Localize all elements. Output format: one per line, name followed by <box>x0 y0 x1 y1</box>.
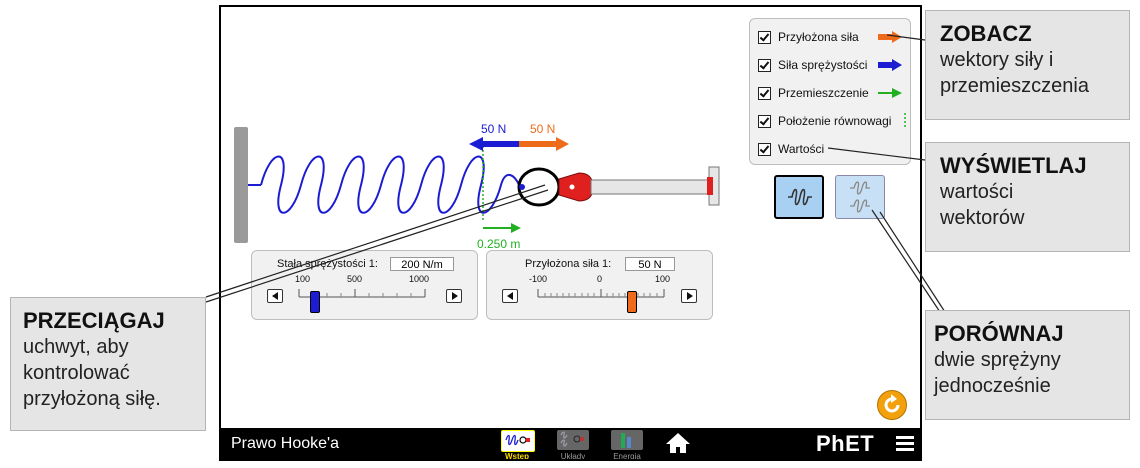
spring-force-arrow <box>469 137 483 151</box>
spring-force-value: 50 N <box>481 122 507 136</box>
tick-label: 100 <box>655 274 671 284</box>
spring-force-legend-icon <box>878 59 902 71</box>
tick-label: 0 <box>597 274 603 284</box>
tab-intro[interactable] <box>501 430 535 452</box>
applied-force-increase-button[interactable] <box>681 289 697 303</box>
tick-label: 1000 <box>409 274 430 284</box>
callout-heading: PRZECIĄGAJ <box>23 308 165 333</box>
checkbox-displacement[interactable]: Przemieszczenie <box>758 84 869 102</box>
phet-logo[interactable]: PhET <box>816 431 875 456</box>
callout-heading: PORÓWNAJ <box>934 321 1064 346</box>
home-icon[interactable] <box>664 431 692 455</box>
applied-force-value: 50 N <box>530 122 556 136</box>
tick-label: -100 <box>529 274 548 284</box>
checkbox-box[interactable] <box>758 58 771 72</box>
callout-display-values: WYŚWIETLAJ wartości wektorów <box>925 142 1130 252</box>
checkbox-spring-force[interactable]: Siła sprężystości <box>758 56 867 74</box>
callout-text: wektory siły i przemieszczenia <box>940 49 1089 97</box>
equilibrium-legend-icon <box>904 113 906 129</box>
rod <box>590 179 710 195</box>
intro-icon <box>505 434 530 446</box>
single-spring-icon <box>788 188 812 206</box>
applied-force-label: Przyłożona siła 1: <box>525 258 612 270</box>
spring-constant-increase-button[interactable] <box>446 289 462 303</box>
spring-constant-control: Stała sprężystości 1: 200 N/m 100 500 10… <box>251 250 478 320</box>
callout-heading: WYŚWIETLAJ <box>940 153 1087 178</box>
simulation-screen: 50 N 50 N 0.250 m Przyłożona siła Siła s… <box>219 5 922 461</box>
displacement-arrow <box>511 223 521 233</box>
callout-text: wartości wektorów <box>940 181 1025 229</box>
tab-systems-label: Układy <box>560 452 586 461</box>
checkbox-box[interactable] <box>758 114 771 128</box>
tab-energy[interactable] <box>611 430 643 450</box>
callout-text: uchwyt, aby kontrolować przyłożoną siłę. <box>23 336 161 410</box>
energy-icon <box>621 433 631 448</box>
navigation-bar: Prawo Hooke'a Wstęp Układy Energia <box>221 428 920 459</box>
applied-force-legend-icon <box>878 31 902 43</box>
callout-compare-springs: PORÓWNAJ dwie sprężyny jednocześnie <box>925 310 1130 420</box>
checkbox-box[interactable] <box>758 30 771 44</box>
applied-force-decrease-button[interactable] <box>502 289 518 303</box>
spring-constant-decrease-button[interactable] <box>267 289 283 303</box>
two-springs-icon <box>850 181 870 213</box>
applied-force-input: 50 N <box>625 257 675 271</box>
checkbox-values[interactable]: Wartości <box>758 140 824 158</box>
two-springs-button[interactable] <box>835 175 885 219</box>
reset-button[interactable] <box>877 390 907 420</box>
callout-heading: ZOBACZ <box>940 21 1032 46</box>
systems-icon <box>560 431 584 447</box>
vector-options-panel: Przyłożona siła Siła sprężystości Przemi… <box>749 18 911 165</box>
applied-force-arrow <box>556 137 569 151</box>
checkbox-box[interactable] <box>758 142 771 156</box>
applied-force-thumb[interactable] <box>627 291 637 313</box>
checkbox-box[interactable] <box>758 86 771 100</box>
applied-force-track[interactable] <box>536 285 666 305</box>
callout-text: dwie sprężyny jednocześnie <box>934 349 1061 397</box>
spring-constant-value: 200 N/m <box>390 257 454 271</box>
spring-constant-label: Stała sprężystości 1: <box>277 258 378 270</box>
drag-handle-grip <box>558 172 594 202</box>
menu-icon[interactable] <box>896 435 916 453</box>
checkbox-equilibrium[interactable]: Położenie równowagi <box>758 112 891 130</box>
applied-force-control: Przyłożona siła 1: 50 N -100 0 100 <box>486 250 713 320</box>
callout-see-vectors: ZOBACZ wektory siły i przemieszczenia <box>925 10 1130 120</box>
tick-label: 100 <box>295 274 311 284</box>
displacement-legend-icon <box>878 88 902 98</box>
displacement-value: 0.250 m <box>477 237 521 251</box>
tab-energy-label: Energia <box>613 452 641 461</box>
tab-intro-label: Wstęp <box>505 452 529 461</box>
callout-drag-handle: PRZECIĄGAJ uchwyt, aby kontrolować przył… <box>10 297 206 431</box>
spring-coils <box>260 155 520 214</box>
spring-constant-thumb[interactable] <box>310 291 320 313</box>
sim-title: Prawo Hooke'a <box>231 435 339 452</box>
checkbox-applied-force[interactable]: Przyłożona siła <box>758 28 859 46</box>
reset-icon <box>884 394 900 413</box>
tick-label: 500 <box>347 274 363 284</box>
tab-systems[interactable] <box>557 430 589 450</box>
one-spring-button[interactable] <box>774 175 824 219</box>
